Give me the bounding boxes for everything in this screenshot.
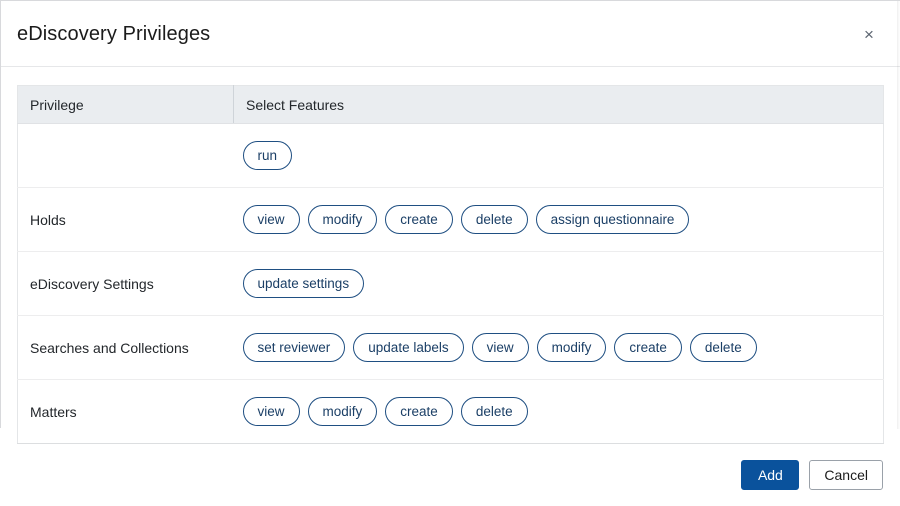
column-header-privilege: Privilege [17, 85, 234, 124]
dialog-footer: Add Cancel [1, 444, 900, 506]
feature-pill[interactable]: delete [460, 397, 528, 426]
feature-pill[interactable]: create [385, 205, 453, 234]
feature-pill[interactable]: set reviewer [242, 333, 346, 362]
table-row: run [17, 124, 884, 188]
privilege-label: Matters [30, 403, 77, 420]
feature-pill[interactable]: modify [536, 333, 607, 362]
privilege-label [18, 124, 234, 188]
feature-pill[interactable]: view [471, 333, 529, 362]
ediscovery-privileges-dialog: eDiscovery Privileges × Privilege Select… [0, 0, 900, 490]
table-header-row: Privilege Select Features [17, 85, 884, 124]
add-button[interactable]: Add [741, 460, 800, 490]
dialog-header: eDiscovery Privileges × [1, 1, 900, 67]
feature-pill-cell: update settings [234, 252, 884, 316]
feature-pill-row: run [242, 141, 876, 170]
feature-pill[interactable]: run [242, 141, 293, 170]
feature-pill[interactable]: create [385, 397, 453, 426]
privilege-label: Searches and Collections [30, 339, 189, 356]
feature-pill-cell: run [234, 124, 884, 188]
table-header: Privilege Select Features [17, 85, 884, 124]
feature-pill[interactable]: update settings [242, 269, 365, 298]
table-row: eDiscovery Settings update settings [17, 252, 884, 316]
cancel-button[interactable]: Cancel [809, 460, 883, 490]
feature-pill[interactable]: view [242, 205, 300, 234]
feature-pill[interactable]: modify [307, 397, 378, 426]
column-header-select-features: Select Features [233, 85, 884, 124]
feature-pill[interactable]: delete [689, 333, 757, 362]
page-title: eDiscovery Privileges [17, 23, 211, 45]
feature-pill-row: update settings [242, 269, 876, 298]
feature-pill[interactable]: delete [460, 205, 528, 234]
close-icon[interactable]: × [852, 17, 886, 51]
feature-pill[interactable]: update labels [353, 333, 464, 362]
feature-pill[interactable]: create [614, 333, 682, 362]
privilege-label: Holds [30, 211, 66, 228]
privilege-label: eDiscovery Settings [30, 275, 154, 292]
feature-pill[interactable]: assign questionnaire [535, 205, 690, 234]
feature-pill[interactable]: view [242, 397, 300, 426]
feature-pill[interactable]: modify [307, 205, 378, 234]
